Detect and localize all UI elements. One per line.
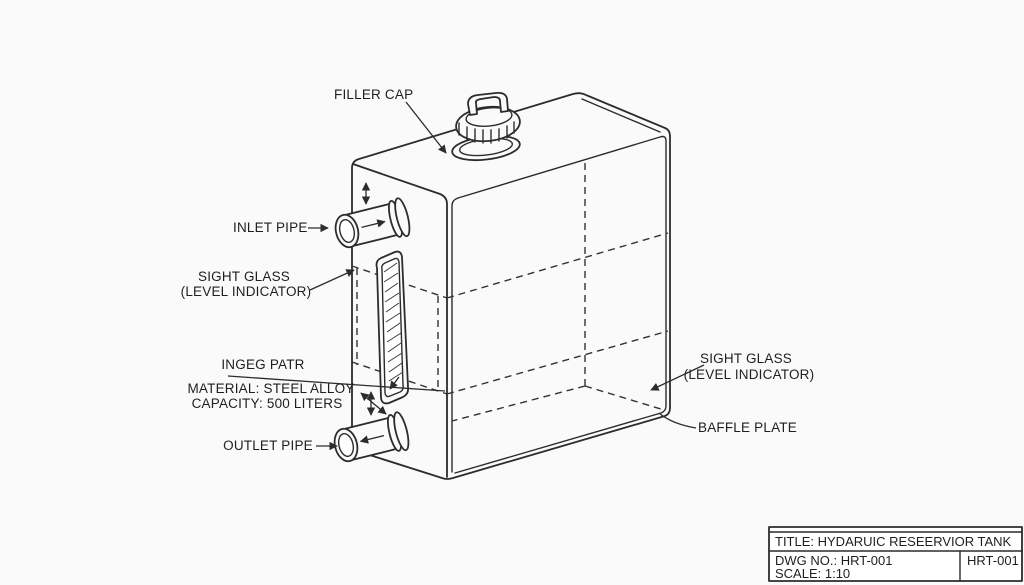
filler-cap-label: FILLER CAP xyxy=(334,87,413,102)
filler-cap-teeth xyxy=(458,121,515,144)
filler-cap-leader xyxy=(405,101,447,154)
sight-glass-hatch xyxy=(383,262,404,382)
baffle-plate-label: BAFFLE PLATE xyxy=(698,420,797,435)
sight-glass-left-leader xyxy=(309,269,355,291)
capacity-note: CAPACITY: 500 LITERS xyxy=(192,396,343,411)
label-part-note: INGEG PATR MATERIAL: STEEL ALLOY CAPACIT… xyxy=(187,357,446,411)
sight-glass-right-label-line1: SIGHT GLASS xyxy=(700,351,792,366)
sight-glass xyxy=(375,250,410,405)
label-filler-cap: FILLER CAP xyxy=(334,87,447,154)
title-block-scale: SCALE: 1:10 xyxy=(775,566,850,581)
tank-hidden-edges xyxy=(351,163,669,422)
outlet-flow-arrow xyxy=(359,434,384,444)
title-block-title: TITLE: HYDARUIC RESEERVIOR TANK xyxy=(775,534,1012,549)
label-inlet-pipe: INLET PIPE xyxy=(233,220,329,235)
part-note-leader xyxy=(227,375,446,392)
outlet-pipe-label: OUTLET PIPE xyxy=(223,438,313,453)
material-note: MATERIAL: STEEL ALLOY xyxy=(187,381,354,396)
inlet-pipe-label: INLET PIPE xyxy=(233,220,308,235)
sight-glass-window xyxy=(381,257,404,398)
inlet-pipe xyxy=(334,197,411,249)
title-block-border xyxy=(768,526,1023,582)
outlet-clearance-arrow-diagonal xyxy=(360,392,387,415)
tank-outline xyxy=(351,92,671,480)
sight-glass-right-label-line2: (LEVEL INDICATOR) xyxy=(684,367,815,382)
tank-body xyxy=(351,92,671,480)
title-block: TITLE: HYDARUIC RESEERVIOR TANK DWG NO.:… xyxy=(768,526,1023,582)
part-note-label: INGEG PATR xyxy=(221,357,304,372)
annotations: FILLER CAP INLET PIPE SIGHT GLASS (LEVEL… xyxy=(181,87,815,453)
tank-front-left-edge xyxy=(352,163,448,478)
title-block-dwg-no: DWG NO.: HRT-001 xyxy=(775,553,893,568)
inlet-flow-arrow xyxy=(361,219,386,229)
label-sight-glass-right: SIGHT GLASS (LEVEL INDICATOR) xyxy=(650,351,815,391)
label-outlet-pipe: OUTLET PIPE xyxy=(223,438,338,453)
sight-glass-right-leader xyxy=(650,364,705,391)
sight-glass-left-label-line1: SIGHT GLASS xyxy=(198,269,290,284)
title-block-ref: HRT-001 xyxy=(967,553,1019,568)
baffle-plate-leader xyxy=(658,412,697,429)
label-sight-glass-left: SIGHT GLASS (LEVEL INDICATOR) xyxy=(181,269,355,299)
filler-cap-handle xyxy=(467,91,509,116)
filler-cap xyxy=(451,91,521,162)
label-baffle-plate: BAFFLE PLATE xyxy=(658,412,797,435)
tank-top-face-inner-rim xyxy=(581,98,661,133)
sight-glass-left-label-line2: (LEVEL INDICATOR) xyxy=(181,284,312,299)
tank-front-face-inner-rim xyxy=(451,135,667,474)
outlet-pipe xyxy=(333,411,410,463)
